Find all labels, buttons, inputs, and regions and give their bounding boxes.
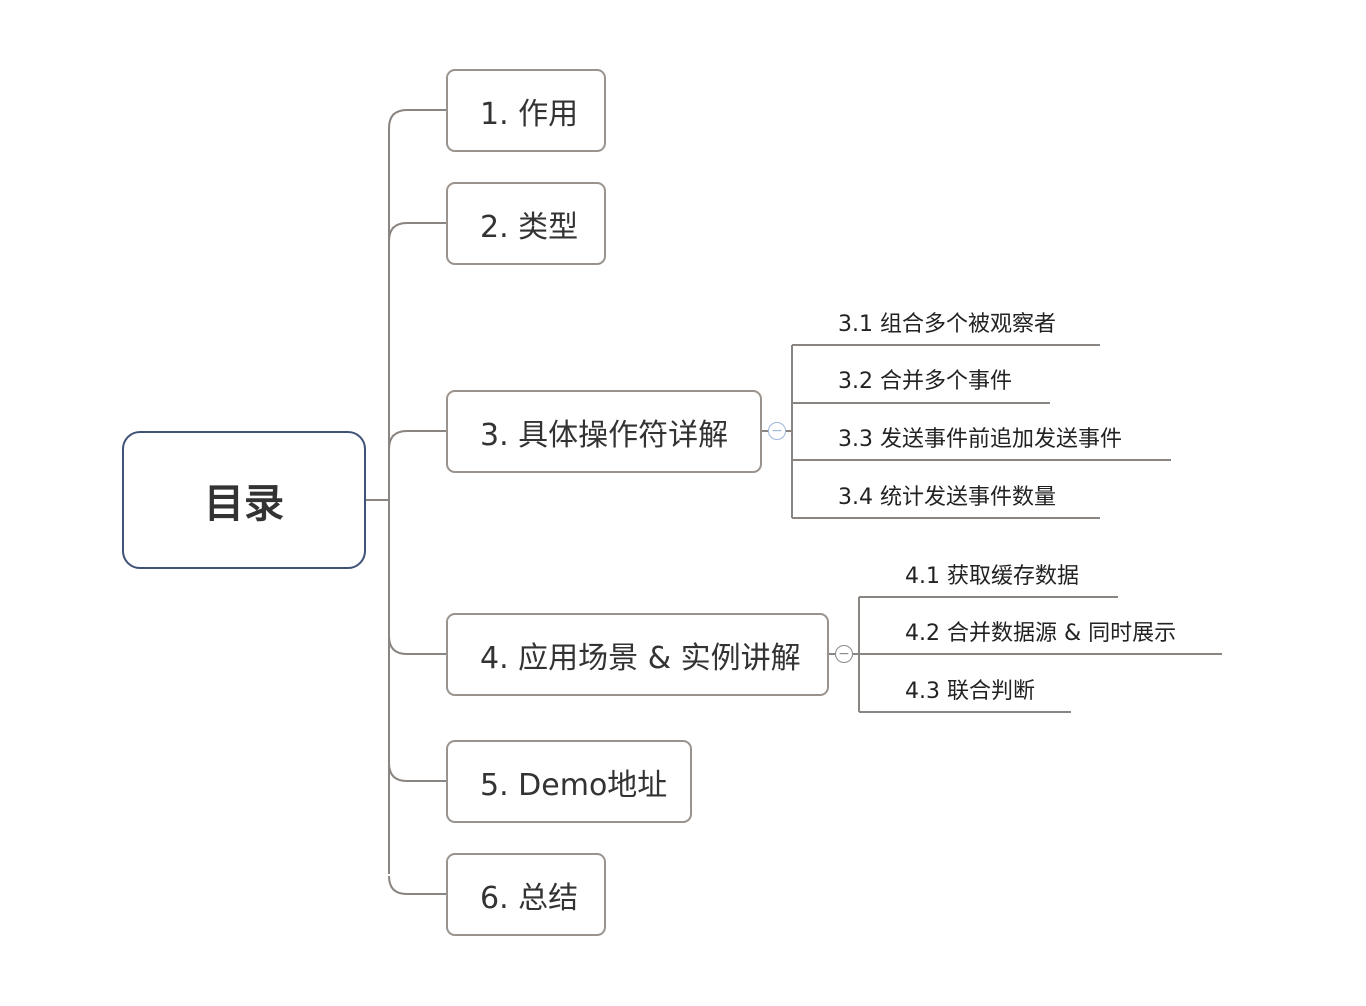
root-label: 目录	[204, 481, 284, 527]
subtopic-3-4[interactable]: 3.4 统计发送事件数量	[838, 485, 1056, 510]
branch-label: 3. 具体操作符详解	[480, 417, 729, 453]
branch-label: 6. 总结	[480, 880, 579, 916]
branch-node-5[interactable]: 5. Demo地址	[446, 740, 692, 823]
branch-label: 1. 作用	[480, 96, 579, 132]
branch-node-6[interactable]: 6. 总结	[446, 853, 606, 936]
minus-icon: −	[771, 423, 783, 439]
subtopic-4-3[interactable]: 4.3 联合判断	[905, 679, 1035, 704]
branch-node-3[interactable]: 3. 具体操作符详解	[446, 390, 762, 473]
subtopic-3-3[interactable]: 3.3 发送事件前追加发送事件	[838, 427, 1122, 452]
branch-label: 2. 类型	[480, 209, 579, 245]
branch-node-4[interactable]: 4. 应用场景 & 实例讲解	[446, 613, 829, 696]
branch-node-2[interactable]: 2. 类型	[446, 182, 606, 265]
subtopic-4-2[interactable]: 4.2 合并数据源 & 同时展示	[905, 621, 1177, 646]
subtopic-3-2[interactable]: 3.2 合并多个事件	[838, 369, 1012, 394]
subtopic-3-1[interactable]: 3.1 组合多个被观察者	[838, 312, 1056, 337]
branch-label: 4. 应用场景 & 实例讲解	[480, 640, 801, 676]
branch-label: 5. Demo地址	[480, 767, 668, 803]
minus-icon: −	[838, 646, 850, 662]
subtopic-4-1[interactable]: 4.1 获取缓存数据	[905, 564, 1079, 589]
root-node[interactable]: 目录	[122, 431, 366, 569]
collapse-toggle-icon[interactable]: −	[768, 422, 786, 440]
collapse-toggle-icon[interactable]: −	[835, 645, 853, 663]
branch-node-1[interactable]: 1. 作用	[446, 69, 606, 152]
